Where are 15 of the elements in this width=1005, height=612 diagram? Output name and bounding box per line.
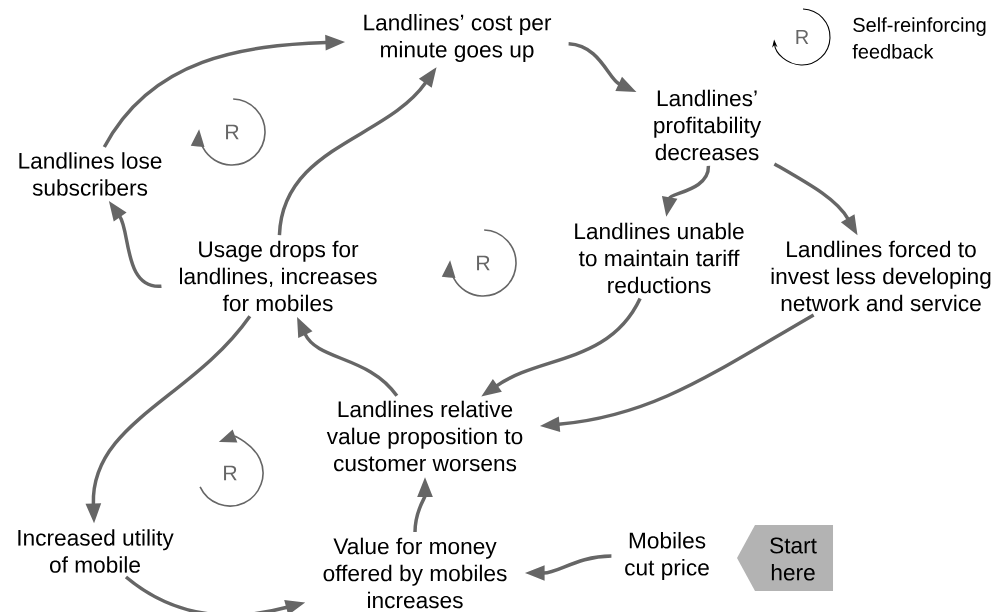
node-text: Landlines’ cost per minute goes up (364, 13, 552, 63)
node-text: Landlines unable to maintain tariff reductions (575, 222, 744, 294)
node-text: Usage drops for landlines, increases for mobiles (180, 240, 377, 312)
loop-label: R (477, 255, 490, 271)
node-text: Value for money offered by mobiles increases (323, 537, 507, 609)
loop-label: R (226, 124, 239, 140)
node-text: Increased utility of mobile (18, 529, 174, 573)
node-text: Landlines forced to invest less developing network and service (771, 240, 991, 312)
node-text: Landlines lose subscribers (19, 152, 162, 196)
loop-label: R (224, 465, 237, 481)
node-text: Landlines’ profitability decreases (654, 89, 762, 161)
loop-label: R (796, 30, 809, 44)
legend-text: Self-reinforcing feedback (852, 17, 986, 59)
node-text: Landlines relative value proposition to customer worsens (326, 400, 523, 472)
node-text: Mobiles cut price (625, 531, 709, 581)
